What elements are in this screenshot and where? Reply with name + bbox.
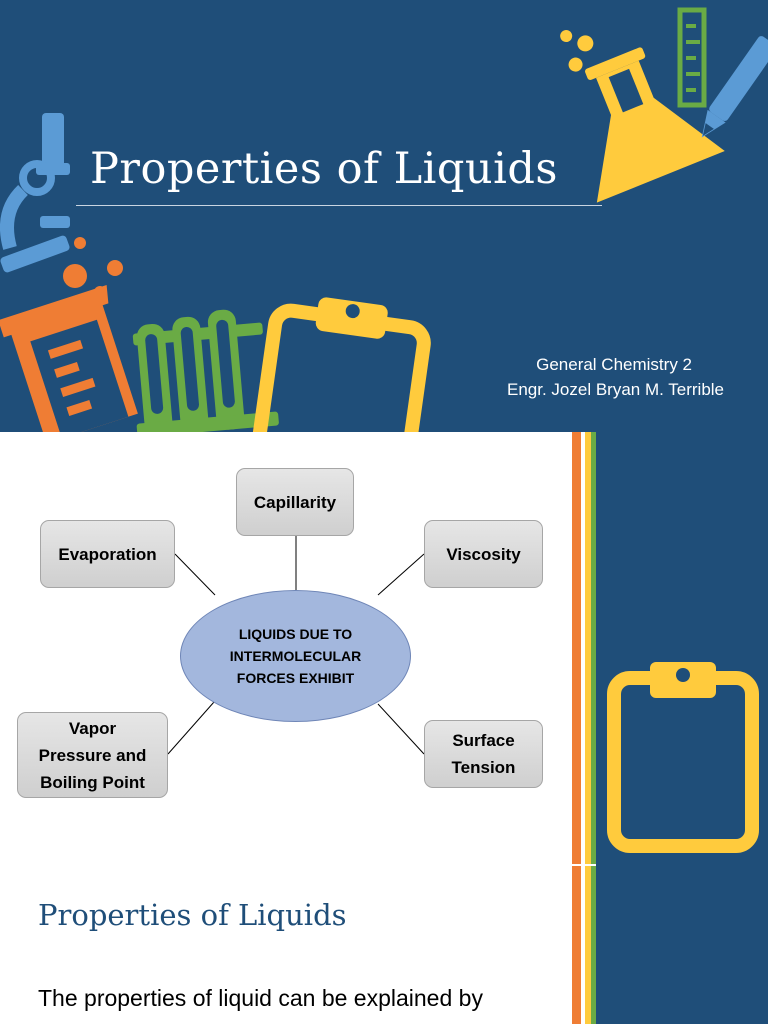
pencil-icon: [701, 36, 768, 138]
microscope-icon: [0, 113, 70, 273]
section-heading: Properties of Liquids: [38, 898, 347, 932]
node-vapor-line3: Boiling Point: [40, 772, 145, 792]
test-tubes-icon: [132, 309, 279, 432]
diagram-connectors: [167, 536, 425, 755]
clipboard-icon: [251, 297, 431, 432]
flask-icon: [560, 30, 725, 203]
course-name: General Chemistry 2: [536, 355, 692, 374]
node-surface-line2: Tension: [451, 758, 516, 777]
node-capillarity-label: Capillarity: [253, 492, 337, 512]
node-capillarity: Capillarity: [236, 468, 354, 536]
stripe-orange: [572, 432, 581, 1024]
stripe-white: [581, 432, 585, 1024]
panel-background: [596, 432, 768, 1024]
node-evaporation: Evaporation: [40, 520, 175, 588]
title-slide: Properties of Liquids General Chemistry …: [0, 0, 768, 432]
center-line1: LIQUIDS DUE TO: [238, 626, 353, 642]
node-surface-tension: Surface Tension: [424, 720, 543, 788]
node-vapor-pressure: Vapor Pressure and Boiling Point: [17, 712, 168, 798]
slide-title: Properties of Liquids: [90, 144, 558, 194]
stripe-yellow: [585, 432, 591, 1024]
author-name: Engr. Jozel Bryan M. Terrible: [507, 380, 724, 399]
ruler-icon: [677, 7, 707, 108]
content-slide: Capillarity Evaporation Viscosity Vapor …: [0, 432, 768, 1024]
center-line3: FORCES EXHIBIT: [236, 670, 355, 686]
center-line2: INTERMOLECULAR: [229, 648, 362, 664]
node-evaporation-label: Evaporation: [58, 544, 157, 564]
bubbles-icon: [63, 237, 123, 298]
node-viscosity-label: Viscosity: [446, 544, 521, 564]
node-viscosity: Viscosity: [424, 520, 543, 588]
clipboard-icon: [607, 662, 759, 853]
stripe-break: [572, 864, 596, 866]
node-vapor-line2: Pressure and: [38, 745, 147, 765]
center-node: LIQUIDS DUE TO INTERMOLECULAR FORCES EXH…: [180, 590, 411, 722]
beaker-icon: [0, 285, 138, 432]
title-divider: [76, 205, 602, 206]
side-panel: [572, 432, 768, 1024]
body-text: The properties of liquid can be explaine…: [38, 985, 483, 1011]
node-vapor-line1: Vapor: [68, 718, 117, 738]
decoration-layer: [0, 7, 768, 432]
node-surface-line1: Surface: [452, 731, 515, 750]
stripe-green: [591, 432, 596, 1024]
